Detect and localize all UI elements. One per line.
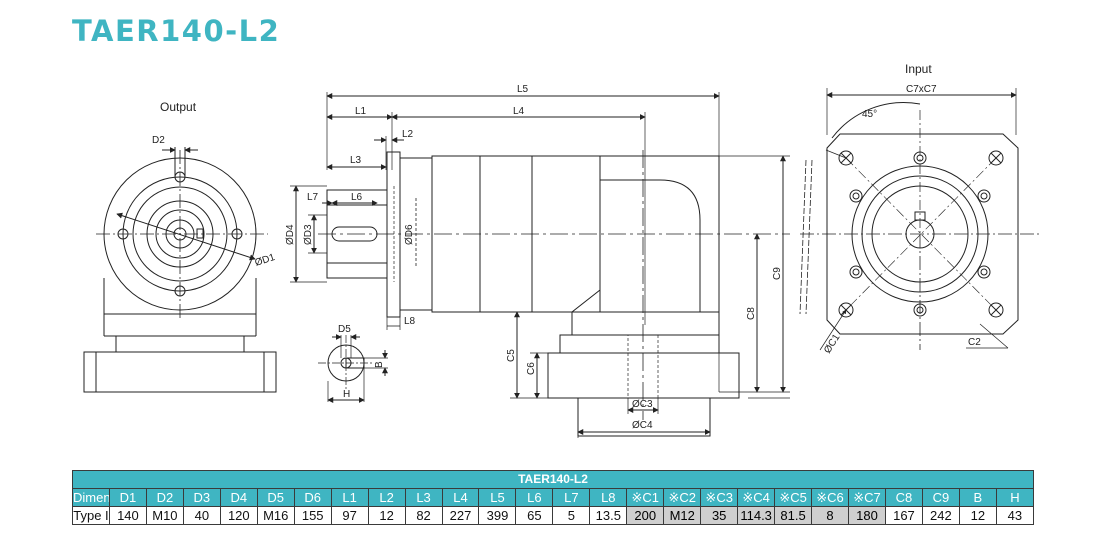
output-view: Output D2 ØD1 — [83, 100, 277, 393]
table-cell: 8 — [811, 506, 850, 525]
dim-label-c9: C9 — [772, 267, 783, 280]
dim-label-l8: L8 — [404, 316, 416, 327]
table-cell: 5 — [552, 506, 591, 525]
dim-label-l6: L6 — [351, 192, 363, 203]
dim-label-c6: C6 — [526, 362, 537, 375]
key-detail: D5 B H — [318, 324, 388, 403]
header-c2: ※C2 — [663, 488, 702, 507]
table-title: TAER140-L2 — [72, 470, 1034, 489]
dim-label-c7: C7xC7 — [906, 84, 937, 95]
header-l6: L6 — [515, 488, 554, 507]
header-d1: D1 — [108, 488, 147, 507]
table-cell: 180 — [848, 506, 886, 525]
dim-label-l3: L3 — [350, 155, 362, 166]
dim-label-l7: L7 — [307, 192, 319, 203]
table-cell: 399 — [478, 506, 517, 525]
header-c7: ※C7 — [848, 488, 886, 507]
dim-label-l2: L2 — [402, 129, 414, 140]
header-c9: C9 — [921, 488, 960, 507]
dim-label-d2: D2 — [152, 135, 165, 146]
table-cell: 227 — [441, 506, 480, 525]
header-d4: D4 — [219, 488, 258, 507]
header-c4: ※C4 — [737, 488, 776, 507]
header-c1: ※C1 — [626, 488, 665, 507]
table-cell: 13.5 — [589, 506, 628, 525]
dim-label-c4: ØC4 — [632, 420, 653, 431]
table-cell: 242 — [921, 506, 960, 525]
header-d2: D2 — [145, 488, 184, 507]
header-h: H — [995, 488, 1035, 507]
input-view: Input C7xC7 45° — [799, 62, 1040, 356]
dim-label-c2: C2 — [968, 337, 981, 348]
table-cell: 65 — [515, 506, 554, 525]
header-c5: ※C5 — [774, 488, 813, 507]
table-cell: 12 — [958, 506, 997, 525]
row-label: Type I — [72, 506, 110, 525]
header-c8: C8 — [884, 488, 923, 507]
header-c6: ※C6 — [811, 488, 850, 507]
dim-label-d3: ØD3 — [303, 224, 314, 245]
dim-label-angle: 45° — [862, 109, 877, 120]
header-d5: D5 — [256, 488, 295, 507]
table-cell: 43 — [995, 506, 1035, 525]
dim-label-l5: L5 — [517, 84, 529, 95]
dim-label-b: B — [374, 361, 385, 368]
header-l5: L5 — [478, 488, 517, 507]
dimension-table: TAER140-L2 DimensionD1D2D3D4D5D6L1L2L3L4… — [72, 470, 1035, 525]
dim-label-d1: ØD1 — [254, 252, 277, 269]
table-cell: 155 — [293, 506, 332, 525]
side-view: L5 L1 L4 L2 L3 L7 L6 ØD4 ØD3 — [285, 84, 790, 438]
dim-label-d6: ØD6 — [404, 224, 415, 245]
table-cell: 82 — [404, 506, 443, 525]
header-dimension: Dimension — [72, 488, 110, 507]
header-d6: D6 — [293, 488, 332, 507]
header-l4: L4 — [441, 488, 480, 507]
header-c3: ※C3 — [700, 488, 739, 507]
header-l7: L7 — [552, 488, 591, 507]
header-l2: L2 — [367, 488, 406, 507]
dim-label-d5: D5 — [338, 324, 351, 335]
page-title: TAER140-L2 — [72, 14, 281, 48]
table-cell: 40 — [182, 506, 221, 525]
input-label: Input — [905, 62, 932, 76]
table-cell: 81.5 — [774, 506, 813, 525]
table-cell: 200 — [626, 506, 665, 525]
table-cell: M10 — [145, 506, 184, 525]
table-header-row: DimensionD1D2D3D4D5D6L1L2L3L4L5L6L7L8※C1… — [72, 488, 1035, 507]
header-l8: L8 — [589, 488, 628, 507]
dim-label-l4: L4 — [513, 106, 525, 117]
table-cell: 35 — [700, 506, 739, 525]
dim-label-h: H — [343, 389, 350, 400]
technical-drawing: Output D2 ØD1 — [83, 62, 1040, 438]
output-label: Output — [160, 100, 197, 114]
table-cell: 12 — [367, 506, 406, 525]
table-cell: 140 — [108, 506, 147, 525]
table-cell: M12 — [663, 506, 702, 525]
header-l1: L1 — [330, 488, 369, 507]
dim-label-l1: L1 — [355, 106, 367, 117]
table-cell: 97 — [330, 506, 369, 525]
dim-label-c8: C8 — [746, 307, 757, 320]
header-b: B — [958, 488, 997, 507]
header-l3: L3 — [404, 488, 443, 507]
dim-label-c5: C5 — [506, 349, 517, 362]
table-cell: M16 — [256, 506, 295, 525]
table-cell: 114.3 — [737, 506, 776, 525]
table-cell: 120 — [219, 506, 258, 525]
dim-label-d4: ØD4 — [285, 224, 296, 245]
dim-label-c3: ØC3 — [632, 399, 653, 410]
dim-label-c1: ØC1 — [822, 332, 842, 356]
table-cell: 167 — [884, 506, 923, 525]
header-d3: D3 — [182, 488, 221, 507]
